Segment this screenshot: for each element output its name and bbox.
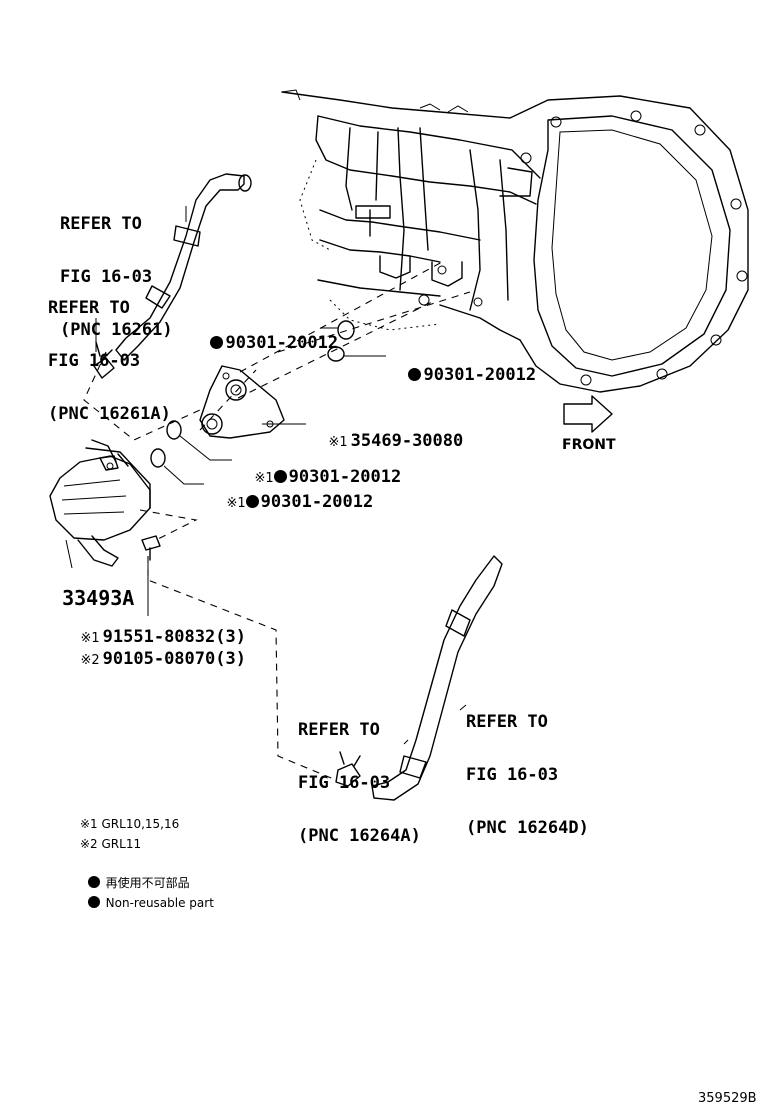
ref-line: (PNC 16264D): [466, 818, 589, 838]
part-number: 33493A: [62, 586, 135, 610]
part-label-gasket-adapter-1: ※1 90301-20012: [234, 452, 401, 486]
ref-line: (PNC 16261): [60, 320, 173, 340]
part-number: 90301-20012: [225, 333, 339, 353]
upper-hose: [115, 173, 252, 361]
ref-line: FIG 16-03: [466, 765, 559, 785]
note-mark: ※1: [328, 435, 348, 450]
nonreusable-mark-icon: [408, 368, 422, 381]
ref-pnc-16264a: REFER TO FIG 16-03 (PNC 16264A): [298, 688, 421, 862]
legend-text: Non-reusable part: [105, 896, 214, 910]
gaskets: [150, 320, 355, 468]
ref-line: REFER TO: [466, 712, 548, 732]
cooler-adapter: [199, 365, 285, 439]
nonreusable-mark-icon: [245, 495, 259, 508]
upper-hose-clamp: [93, 341, 115, 379]
part-label-cooler: 33493A: [38, 568, 134, 608]
note-mark: ※1: [226, 496, 246, 511]
ref-line: REFER TO: [298, 720, 380, 740]
note-mark: ※1: [80, 631, 100, 646]
ref-pnc-16261a: REFER TO FIG 16-03 (PNC 16261A): [48, 266, 171, 440]
legend-note-1: ※1 GRL10,15,16: [80, 817, 180, 831]
legend-text: 再使用不可部品: [105, 876, 190, 890]
front-label: FRONT: [562, 437, 616, 453]
note-mark: ※1: [254, 471, 274, 486]
oil-cooler: [49, 439, 151, 567]
front-arrow-icon: [563, 395, 613, 433]
part-label-gasket-adapter-2: ※1 90301-20012: [206, 477, 373, 511]
part-number: 90105-08070(3): [102, 649, 246, 669]
nonreusable-mark-icon: [210, 336, 224, 349]
nonreusable-mark-icon: [87, 876, 100, 888]
ref-pnc-16264d: REFER TO FIG 16-03 (PNC 16264D): [466, 680, 589, 854]
transmission-housing: [281, 89, 749, 393]
ref-line: REFER TO: [60, 214, 142, 234]
ref-line: (PNC 16261A): [48, 404, 171, 424]
legend-nonreusable-en: Non-reusable part: [80, 884, 214, 909]
ref-line: REFER TO: [48, 298, 130, 318]
note-mark: ※2: [80, 653, 100, 668]
lower-hose: [371, 555, 503, 801]
ref-line: FIG 16-03: [48, 351, 141, 371]
ref-line: FIG 16-03: [60, 267, 153, 287]
ref-pnc-16261: REFER TO FIG 16-03 (PNC 16261): [60, 182, 173, 356]
lower-hose-clamp: [335, 751, 361, 787]
part-label-gasket-lower: 90301-20012: [388, 350, 536, 384]
part-number: 90301-20012: [260, 492, 374, 512]
part-number: 90301-20012: [423, 365, 537, 385]
leader-lines: [65, 206, 467, 745]
part-label-gasket-upper: 90301-20012: [190, 318, 338, 352]
part-number: 91551-80832(3): [102, 627, 246, 647]
nonreusable-mark-icon: [273, 470, 287, 483]
legend-note-2: ※2 GRL11: [80, 837, 142, 851]
ref-line: (PNC 16264A): [298, 826, 421, 846]
part-number: 90301-20012: [288, 467, 402, 487]
nonreusable-mark-icon: [87, 896, 100, 908]
part-number: 35469-30080: [350, 431, 464, 451]
bolt: [141, 535, 161, 561]
legend-nonreusable-jp: 再使用不可部品: [80, 864, 190, 889]
ref-line: FIG 16-03: [298, 773, 391, 793]
figure-id: 359529B: [698, 1091, 757, 1106]
